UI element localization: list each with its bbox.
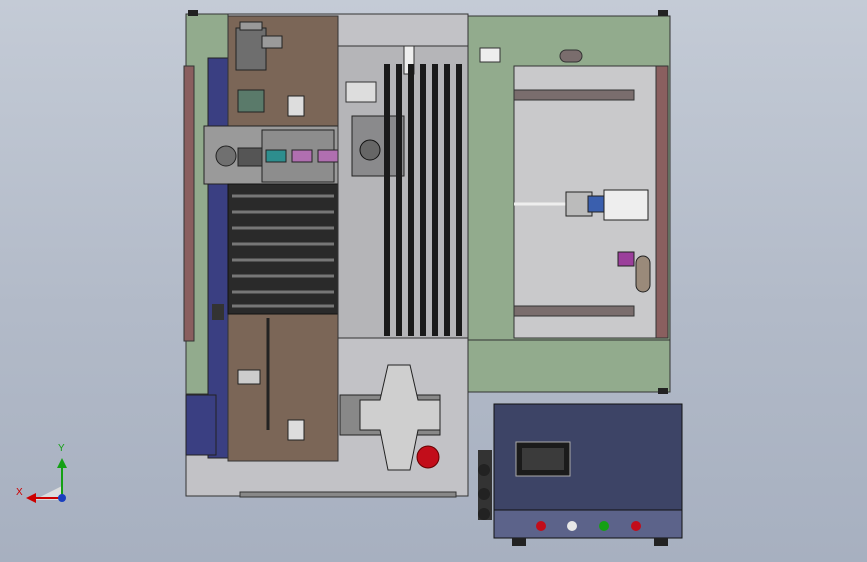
motor-connector: [261, 35, 283, 49]
guide-block: [345, 81, 377, 103]
purple-sensor: [617, 251, 635, 267]
lower-frame: [467, 339, 671, 393]
gear-box: [237, 147, 263, 167]
hmi-display-icon: [522, 448, 564, 470]
right-servo-motor-icon: [603, 189, 649, 221]
coordinate-triad-icon: [26, 458, 67, 503]
lower-block: [287, 419, 305, 441]
foot-top-right: [658, 10, 668, 16]
pulley-icon: [359, 139, 381, 161]
motor-end-icon: [215, 145, 237, 167]
top-bracket: [479, 47, 501, 63]
white-indicator-button[interactable]: [567, 521, 577, 531]
blue-coupler: [587, 195, 605, 213]
red-indicator-button[interactable]: [536, 521, 546, 531]
z-axis-origin-icon: [58, 494, 66, 502]
roller-bank: [227, 183, 339, 315]
sensor-block: [212, 304, 224, 320]
bearing-block: [287, 95, 305, 117]
bottom-rail: [239, 491, 457, 498]
foot-bottom-right: [658, 388, 668, 394]
pneumatic-valve-assembly: [478, 450, 492, 520]
blue-block: [185, 394, 217, 456]
emergency-stop-button[interactable]: [416, 445, 440, 469]
cabinet-foot-left: [512, 538, 526, 546]
purple-part-1: [291, 149, 313, 163]
left-bumper: [183, 65, 195, 342]
servo-motor-icon: [235, 27, 267, 71]
slot-hole: [635, 255, 651, 293]
coupling-block: [237, 89, 265, 113]
y-axis-label: Y: [58, 443, 65, 454]
cross-fixture: [339, 364, 441, 471]
cabinet-foot-right: [654, 538, 668, 546]
x-axis-label: X: [16, 487, 23, 498]
lower-bearing: [237, 369, 261, 385]
cabinet-button-panel: [493, 509, 683, 539]
right-bumper: [655, 65, 669, 339]
top-slot: [559, 49, 583, 63]
foot-top-left: [188, 10, 198, 16]
teal-coupler: [265, 149, 287, 163]
red-stop-button[interactable]: [631, 521, 641, 531]
top-guide-rail: [513, 89, 635, 101]
motor-cap: [239, 21, 263, 31]
green-start-button[interactable]: [599, 521, 609, 531]
bottom-guide-rail: [513, 305, 635, 317]
